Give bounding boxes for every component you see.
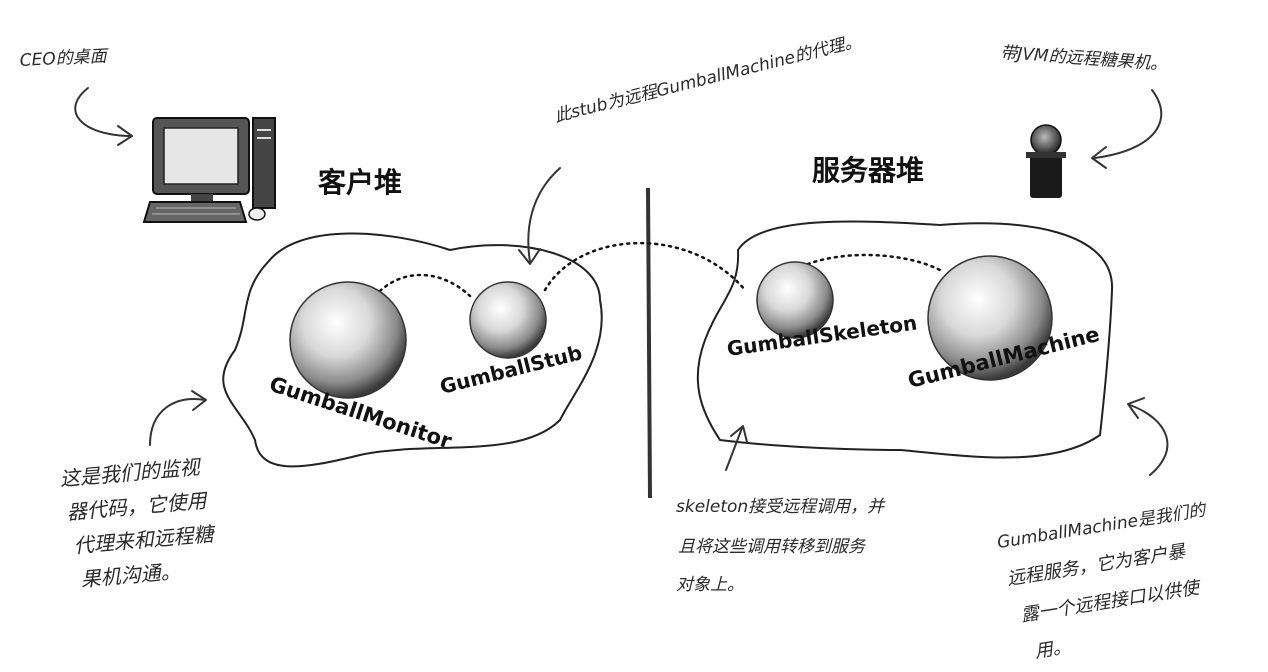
arrow-monitor-note-head (191, 390, 207, 411)
gumball-stub-sphere (469, 281, 547, 359)
arrow-ceo-to-computer-head (117, 125, 133, 146)
arrow-machine-icon-head (1091, 146, 1107, 169)
client-heap-blob (222, 232, 603, 468)
arrow-machine-note-head (1127, 397, 1145, 419)
monitor-stub-link (373, 273, 472, 298)
gumball-monitor-sphere (289, 281, 407, 399)
arrow-skeleton-note (725, 427, 743, 471)
arrow-machine-note (1129, 404, 1169, 476)
note-skeleton-line-1: skeleton接受远程调用，并 (676, 497, 886, 517)
note-monitor-desc: 这是我们的监视 器代码，它使用 代理来和远程糖 果机沟通。 (59, 455, 218, 592)
gumball-skeleton-sphere (756, 261, 834, 339)
computer-icon (142, 117, 276, 223)
arrow-stub-note-head (518, 248, 541, 265)
arrow-ceo-to-computer (74, 87, 131, 137)
gumball-machine-icon (1026, 124, 1066, 198)
note-ceo-desktop: CEO的桌面 (19, 46, 110, 71)
note-machine-line-3: 露一个远程接口以供使 (1019, 577, 1203, 626)
note-skeleton-line-3: 对象上。 (676, 575, 744, 595)
arrow-machine-icon (1094, 89, 1163, 159)
client-server-divider (646, 187, 652, 499)
note-machine-line-4: 用。 (1033, 636, 1072, 662)
note-stub-desc: 此stub为远程GumballMachine的代理。 (552, 31, 863, 127)
server-heap-blob (696, 220, 1114, 459)
heading-client-heap: 客户堆 (318, 166, 402, 199)
skeleton-machine-link (793, 253, 942, 272)
stub-skeleton-link (543, 241, 747, 292)
heading-server-heap: 服务器堆 (812, 154, 924, 187)
note-monitor-line-1: 这是我们的监视 (59, 455, 204, 491)
note-monitor-line-3: 代理来和远程糖 (73, 522, 218, 558)
note-skeleton-desc: skeleton接受远程调用，并 且将这些调用转移到服务 对象上。 (676, 497, 886, 595)
note-machine-desc: GumballMachine是我们的 远程服务，它为客户暴 露一个远程接口以供使… (996, 500, 1209, 662)
arrow-stub-note (527, 167, 561, 263)
gumball-machine-sphere (927, 255, 1053, 381)
note-monitor-line-2: 器代码，它使用 (66, 488, 210, 524)
note-skeleton-line-2: 且将这些调用转移到服务 (678, 537, 867, 557)
arrow-monitor-note (149, 398, 206, 446)
note-monitor-line-4: 果机沟通。 (80, 559, 182, 592)
note-remote-machine: 带JVM的远程糖果机。 (1000, 43, 1168, 75)
arrow-skeleton-note-head (730, 425, 748, 443)
